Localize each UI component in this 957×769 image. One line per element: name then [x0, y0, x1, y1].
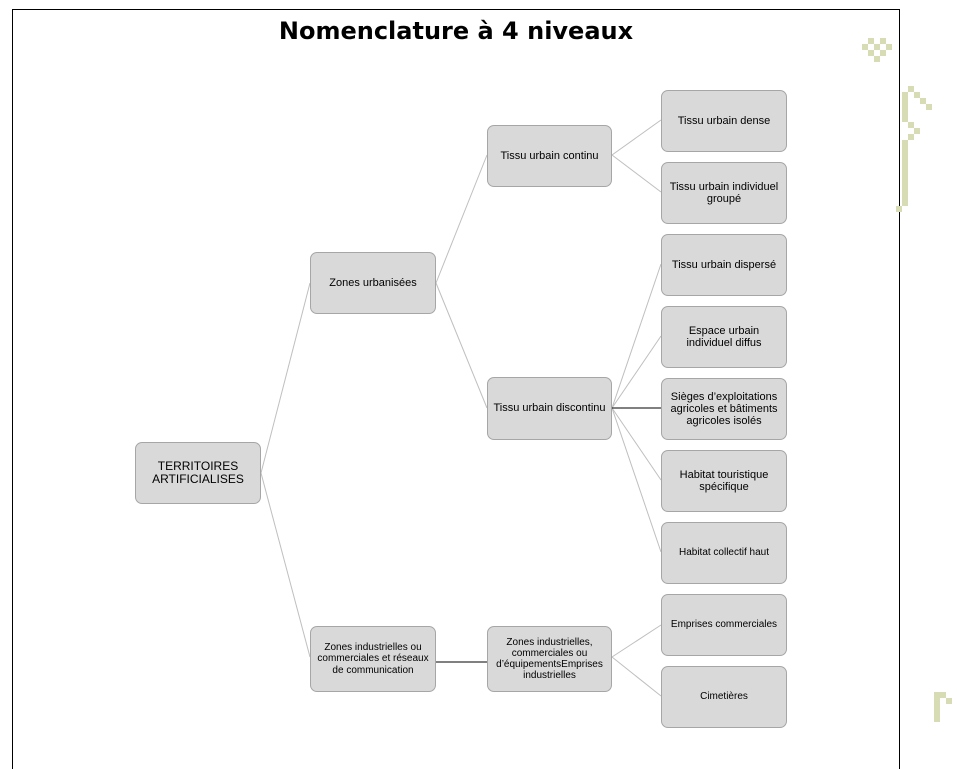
- node-emprises-commerciales: Emprises commerciales: [661, 594, 787, 656]
- link-tc-individuel-groupe: [611, 154, 662, 193]
- node-tissu-urbain-continu: Tissu urbain continu: [487, 125, 612, 187]
- node-territoires-artificialises: TERRITOIRES ARTIFICIALISES: [135, 442, 261, 504]
- node-tissu-urbain-discontinu: Tissu urbain discontinu: [487, 377, 612, 440]
- link-tc-dense: [611, 119, 662, 156]
- node-habitat-touristique: Habitat touristique spécifique: [661, 450, 787, 512]
- node-tissu-urbain-disperse: Tissu urbain dispersé: [661, 234, 787, 296]
- decorative-pixel-ornament: [862, 38, 952, 722]
- link-root-zones-urbanisees: [260, 282, 311, 474]
- connector-lines: [260, 119, 662, 697]
- node-tissu-urbain-individuel-groupe: Tissu urbain individuel groupé: [661, 162, 787, 224]
- node-espace-urbain-individuel-diffus: Espace urbain individuel diffus: [661, 306, 787, 368]
- node-zones-urbanisees: Zones urbanisées: [310, 252, 436, 314]
- link-zie-cimetieres: [611, 656, 662, 697]
- link-td-habitat-collectif: [611, 407, 662, 553]
- link-zu-tissu-continu: [435, 154, 488, 284]
- slide: Nomenclature à 4 niveaux TERRITOIRES ART…: [12, 9, 952, 769]
- link-td-disperse: [611, 263, 662, 409]
- link-root-zones-industrielles: [260, 472, 311, 658]
- link-zu-tissu-discontinu: [435, 282, 488, 409]
- node-sieges-exploitations: Sièges d’exploitations agricoles et bâti…: [661, 378, 787, 440]
- link-td-individuel-diffus: [611, 335, 662, 409]
- node-zones-industrielles: Zones industrielles ou commerciales et r…: [310, 626, 436, 692]
- node-cimetieres: Cimetières: [661, 666, 787, 728]
- slide-title: Nomenclature à 4 niveaux: [278, 17, 634, 45]
- link-td-habitat-touristique: [611, 407, 662, 481]
- node-tissu-urbain-dense: Tissu urbain dense: [661, 90, 787, 152]
- node-zones-industrielles-equipements: Zones industrielles, commerciales ou d’é…: [487, 626, 612, 692]
- node-habitat-collectif-haut: Habitat collectif haut: [661, 522, 787, 584]
- link-zie-emprises-commerciales: [611, 624, 662, 658]
